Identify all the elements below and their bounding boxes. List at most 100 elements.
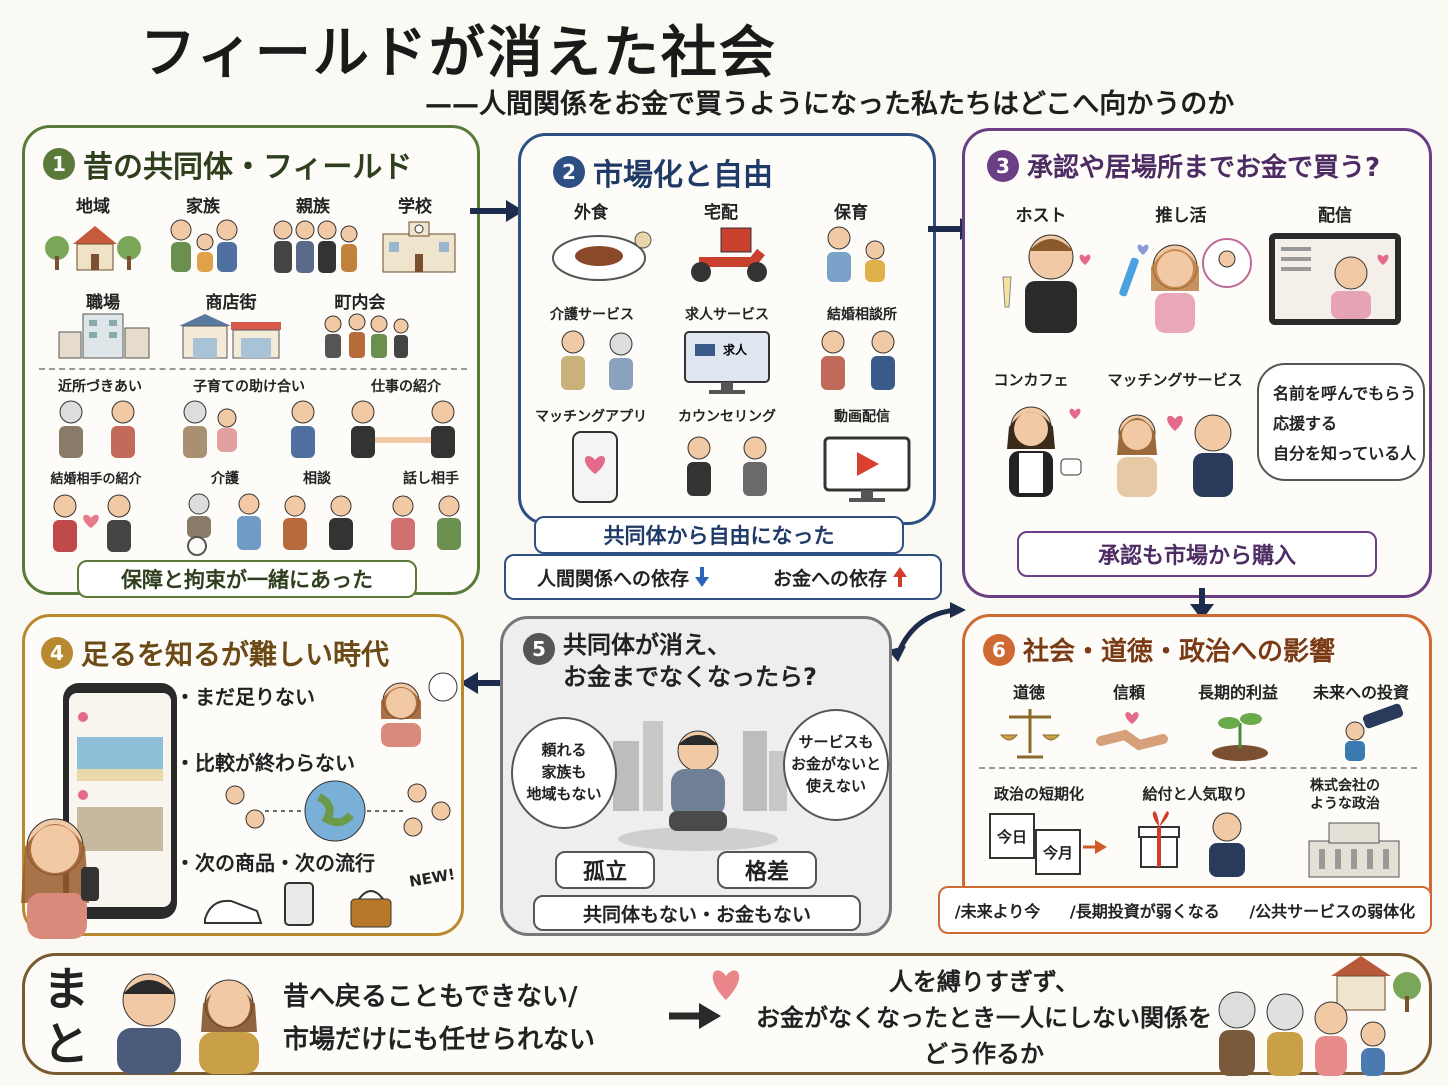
panel-2-header: 2 市場化と自由 [553, 150, 773, 194]
label-streaming: 配信 [1318, 206, 1352, 226]
label-consultation: 相談 [303, 471, 331, 487]
label-childcare-help: 子育ての助け合い [193, 379, 305, 395]
label-region: 地域 [76, 197, 110, 217]
woman-with-phone-illustration [21, 818, 99, 939]
family-illustration [170, 219, 238, 272]
handshake-icon [1096, 712, 1168, 751]
arrow-down-icon [1190, 588, 1214, 620]
bubble-line-3: 自分を知っている人 [1273, 444, 1417, 463]
gift-politician-illustration [1138, 811, 1245, 877]
dependency-money: お金への依存 [773, 564, 909, 591]
summary-label-bottom: と [43, 1017, 89, 1072]
cloud-left-line-1: 頼れる [541, 741, 587, 760]
panel-6-title: 社会・道徳・政治への影響 [1023, 637, 1336, 667]
matching-service-illustration [1117, 414, 1233, 497]
label-video-streaming: 動画配信 [834, 409, 890, 425]
phone-heart-icon [572, 431, 618, 503]
label-job-service: 求人サービス [685, 307, 769, 323]
label-shopping-street: 商店街 [205, 293, 257, 313]
label-concept-cafe: コンカフェ [993, 371, 1069, 389]
summary-left-text: 昔へ戻ることもできない/ 市場だけにも任せられない [283, 976, 595, 1062]
panel-1-title: 昔の共同体・フィールド [83, 150, 413, 185]
arrow-right-icon [669, 1003, 721, 1029]
calendar-month-icon: 今月 [1035, 829, 1081, 875]
globe-comparison-illustration [225, 780, 451, 842]
label-handouts-popularity: 給付と人気取り [1142, 785, 1248, 803]
oshi-fan-illustration [1119, 238, 1252, 333]
cloud-no-family: 頼れる 家族も 地域もない [511, 717, 617, 829]
label-counseling: カウンセリング [678, 409, 776, 425]
summary-label: ま と [43, 962, 89, 1072]
label-relatives: 親族 [296, 197, 330, 217]
footer-weak-public-services: /公共サービスの弱体化 [1249, 902, 1416, 921]
footer-weak-long-term: /長期投資が弱くなる [1069, 902, 1220, 921]
label-morality: 道徳 [1012, 683, 1045, 702]
maid-cafe-illustration [1007, 406, 1082, 497]
label-care-service: 介護サービス [550, 307, 634, 323]
label-host: ホスト [1015, 206, 1067, 226]
panel-2-footer-dependency: 人間関係への依存 お金への依存 [504, 554, 942, 600]
handshake-job-illustration [351, 400, 455, 458]
panel-3-footer: 承認も市場から購入 [1017, 531, 1377, 577]
summary-left-line-2: 市場だけにも任せられない [283, 1024, 596, 1055]
panel-5-title-line-2: お金までなくなったら? [563, 663, 817, 692]
products-illustration [204, 882, 392, 928]
panel-5-footer: 共同体もない・お金もない [533, 895, 861, 931]
childcare-illustration [183, 400, 315, 458]
panel-4-title: 足るを知るが難しい時代 [81, 638, 390, 671]
shops-illustration [179, 314, 281, 359]
childcare-worker-illustration [827, 226, 885, 282]
panel-2-footer-top: 共同体から自由になった [534, 516, 904, 554]
isolated-person-illustration [613, 721, 787, 851]
page-subtitle: ——人間関係をお金で買うようになった私たちはどこへ向かうのか [425, 89, 1235, 120]
cloud-right-line-2: お金がないと [790, 755, 881, 774]
dependency-people-label: 人間関係への依存 [536, 567, 689, 590]
label-future-investment: 未来への投資 [1312, 683, 1409, 702]
houses-illustration [45, 226, 141, 271]
marriage-intro-illustration [53, 494, 131, 552]
summary-right-line-2: お金がなくなったとき一人にしない関係を [756, 1004, 1212, 1032]
panel-3-header: 3 承認や居場所までお金で買う? [987, 147, 1380, 184]
panel-6-footer: /未来より今 /長期投資が弱くなる /公共サービスの弱体化 [938, 886, 1432, 934]
telescope-icon [1345, 703, 1404, 761]
monitor-job-illustration: 求人 [684, 331, 770, 394]
panel-buying-approval: 3 承認や居場所までお金で買う? ホスト 推し活 配信 コンカフェ マッチングサ… [962, 128, 1432, 598]
page-title: フィールドが消えた社会 [140, 21, 777, 86]
panel-5-title-line-1: 共同体が消え、 [563, 631, 731, 659]
meal-illustration [552, 231, 652, 281]
panel-4-header: 4 足るを知るが難しい時代 [41, 633, 389, 673]
panel-2-number: 2 [553, 156, 585, 188]
dependency-money-label: お金への依存 [772, 567, 887, 590]
relatives-illustration [273, 220, 358, 273]
panel-5-header: 5 共同体が消え、 お金までなくなったら? [523, 629, 817, 694]
label-neighbor-relations: 近所づきあい [58, 379, 142, 395]
chat-partner-illustration [391, 495, 461, 550]
label-oshi-katsu: 推し活 [1155, 206, 1207, 226]
label-conversation-partner: 話し相手 [403, 471, 459, 487]
government-building-illustration [1308, 822, 1400, 878]
video-play-icon [823, 436, 911, 502]
marriage-agency-illustration [821, 330, 895, 390]
streamer-monitor-illustration [1269, 233, 1401, 325]
neighborhood-people-illustration [324, 313, 409, 358]
new-label: NEW! [407, 865, 457, 891]
cloud-right-line-1: サービスも [798, 733, 874, 752]
neighbors-illustration [59, 400, 135, 458]
panel-1-footer: 保障と拘束が一緒にあった [77, 560, 417, 598]
label-job-referral: 仕事の紹介 [371, 379, 441, 395]
divider [39, 368, 467, 370]
divider [979, 767, 1417, 769]
footer-now-over-future: /未来より今 [954, 902, 1041, 921]
arrow-left-icon [460, 672, 504, 694]
panel-3-title: 承認や居場所までお金で買う? [1027, 153, 1381, 183]
label-care: 介護 [211, 471, 239, 487]
host-illustration [1002, 234, 1091, 333]
label-corporate-politics-line-2: ような政治 [1310, 796, 1380, 813]
bullet-not-enough: ・まだ足りない [175, 685, 315, 709]
panel-old-community: 1 昔の共同体・フィールド 地域 家族 親族 学校 職場 商店街 町内会 [22, 125, 480, 598]
label-matching-app: マッチングアプリ [535, 409, 647, 425]
bullet-next-trend: ・次の商品・次の流行 [175, 851, 375, 875]
label-family: 家族 [186, 197, 220, 217]
panel-6-header: 6 社会・道徳・政治への影響 [983, 631, 1335, 668]
label-corporate-politics-line-1: 株式会社の [1310, 778, 1380, 794]
